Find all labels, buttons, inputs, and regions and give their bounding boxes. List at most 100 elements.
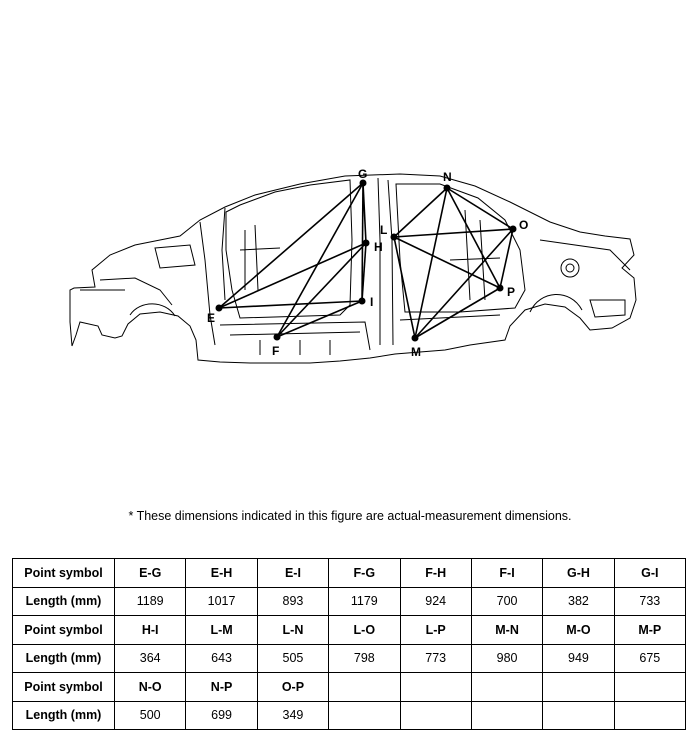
point-label-m: M bbox=[411, 345, 421, 359]
measurement-points bbox=[215, 179, 517, 342]
measurement-line-h-i bbox=[361, 242, 367, 302]
point-label-n: N bbox=[443, 170, 452, 184]
length-cell: 382 bbox=[542, 586, 615, 616]
length-cell: 1017 bbox=[185, 586, 258, 616]
length-cell: 643 bbox=[185, 643, 258, 673]
length-cell bbox=[613, 700, 687, 730]
measurement-note: * These dimensions indicated in this fig… bbox=[128, 509, 572, 523]
length-cell: 700 bbox=[470, 586, 544, 616]
length-cell bbox=[470, 700, 544, 730]
length-cell: 505 bbox=[256, 643, 330, 673]
point-symbol-cell: E-I bbox=[256, 558, 330, 588]
measurement-line-g-i bbox=[361, 182, 364, 302]
point-label-e: E bbox=[207, 311, 215, 325]
measurement-point-i bbox=[358, 297, 366, 305]
measurement-line-e-g bbox=[218, 182, 364, 309]
point-symbol-cell: E-H bbox=[185, 558, 258, 588]
point-label-l: L bbox=[380, 223, 387, 237]
point-symbol-cell: M-N bbox=[470, 615, 544, 645]
row-header-length: Length (mm) bbox=[12, 586, 115, 616]
measurement-lines bbox=[218, 182, 514, 339]
point-symbol-cell bbox=[399, 672, 472, 702]
measurement-line-l-o bbox=[393, 228, 514, 238]
measurement-line-f-g bbox=[276, 182, 364, 338]
point-label-h: H bbox=[374, 240, 383, 254]
length-cell: 773 bbox=[399, 643, 472, 673]
measurement-line-e-h bbox=[218, 242, 367, 309]
measurement-line-o-p bbox=[499, 228, 514, 289]
measurement-point-f bbox=[273, 333, 281, 341]
measurement-point-l bbox=[390, 233, 398, 241]
length-cell: 349 bbox=[256, 700, 330, 730]
length-cell: 1189 bbox=[113, 586, 187, 616]
measurement-line-m-p bbox=[414, 287, 501, 339]
point-symbol-cell: G-H bbox=[542, 558, 615, 588]
point-symbol-cell: N-O bbox=[113, 672, 187, 702]
measurement-line-m-o bbox=[414, 228, 514, 339]
point-symbol-cell bbox=[613, 672, 687, 702]
row-header-point-symbol: Point symbol bbox=[12, 615, 115, 645]
measurement-line-n-p bbox=[446, 187, 501, 289]
point-labels: G N L H O I P E F M bbox=[207, 167, 528, 359]
length-cell bbox=[399, 700, 472, 730]
point-symbol-cell: L-P bbox=[399, 615, 472, 645]
measurement-line-l-n bbox=[393, 187, 448, 238]
point-label-f: F bbox=[272, 344, 279, 358]
point-symbol-cell bbox=[542, 672, 615, 702]
length-cell bbox=[542, 700, 615, 730]
point-symbol-cell bbox=[470, 672, 544, 702]
point-symbol-cell: M-P bbox=[613, 615, 687, 645]
measurement-line-f-h bbox=[276, 242, 367, 338]
measurement-line-n-o bbox=[446, 187, 514, 230]
point-label-p: P bbox=[507, 285, 515, 299]
point-symbol-cell: H-I bbox=[113, 615, 187, 645]
point-symbol-cell: L-N bbox=[256, 615, 330, 645]
point-symbol-cell: F-I bbox=[470, 558, 544, 588]
length-cell: 924 bbox=[399, 586, 472, 616]
measurement-point-e bbox=[215, 304, 223, 312]
measurement-point-m bbox=[411, 334, 419, 342]
row-header-point-symbol: Point symbol bbox=[12, 558, 115, 588]
length-cell: 893 bbox=[256, 586, 330, 616]
measurement-point-g bbox=[359, 179, 367, 187]
measurement-line-l-m bbox=[393, 236, 416, 339]
row-header-length: Length (mm) bbox=[12, 700, 115, 730]
length-cell bbox=[328, 700, 401, 730]
measurement-line-e-i bbox=[218, 300, 363, 309]
row-header-point-symbol: Point symbol bbox=[12, 672, 115, 702]
measurement-line-l-p bbox=[393, 236, 501, 289]
point-symbol-cell: N-P bbox=[185, 672, 258, 702]
length-cell: 699 bbox=[185, 700, 258, 730]
point-label-o: O bbox=[519, 218, 528, 232]
point-symbol-cell: O-P bbox=[256, 672, 330, 702]
length-cell: 980 bbox=[470, 643, 544, 673]
measurement-line-f-i bbox=[276, 300, 363, 338]
point-symbol-cell: G-I bbox=[613, 558, 687, 588]
measurement-line-m-n bbox=[414, 187, 448, 339]
length-cell: 798 bbox=[328, 643, 401, 673]
point-symbol-cell: F-G bbox=[328, 558, 401, 588]
length-cell: 675 bbox=[613, 643, 687, 673]
point-symbol-cell: M-O bbox=[542, 615, 615, 645]
measurement-point-n bbox=[443, 184, 451, 192]
length-cell: 733 bbox=[613, 586, 687, 616]
length-cell: 949 bbox=[542, 643, 615, 673]
point-symbol-cell: L-O bbox=[328, 615, 401, 645]
length-cell: 500 bbox=[113, 700, 187, 730]
length-cell: 364 bbox=[113, 643, 187, 673]
point-label-i: I bbox=[370, 295, 373, 309]
measurement-point-h bbox=[362, 239, 370, 247]
row-header-length: Length (mm) bbox=[12, 643, 115, 673]
point-symbol-cell: L-M bbox=[185, 615, 258, 645]
measurement-point-p bbox=[496, 284, 504, 292]
point-symbol-cell bbox=[328, 672, 401, 702]
measurement-point-o bbox=[509, 225, 517, 233]
point-symbol-cell: E-G bbox=[113, 558, 187, 588]
